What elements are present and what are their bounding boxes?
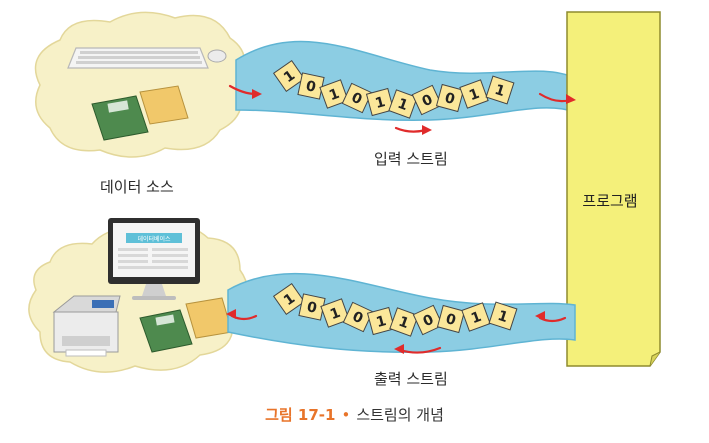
input-bit-value: 0 [443,90,457,108]
program-document [566,11,661,367]
arrowhead-icon [394,344,404,354]
output-bit-card: 0 [342,301,374,333]
arrowhead-icon [422,125,432,135]
monitor-screen-text: 데이터베이스 [137,235,171,243]
output-bit-card-shape [412,304,444,336]
keyboard-icon [67,47,209,69]
floppy-disk-icon [91,85,189,141]
input-bit-value: 1 [493,82,507,100]
output-bit-card: 1 [461,302,491,332]
output-bit-card: 1 [488,301,518,331]
floppy-disk-icon [139,297,233,353]
input-bit-card-shape [272,59,306,93]
input-bit-card: 0 [341,82,373,114]
program-label: 프로그램 [582,192,638,210]
output-bit-value: 1 [374,313,388,331]
arrow-right-icon [394,126,428,133]
input-bit-card: 1 [388,89,418,119]
output-bit-card: 0 [298,293,326,321]
arrowhead-icon [566,94,576,104]
output-stream-label: 출력 스트림 [374,370,448,388]
output-bit-card-shape [342,301,374,333]
output-bit-value: 1 [496,308,510,326]
figure-caption-text: 스트림의 개념 [356,406,444,424]
input-bit-card-shape [435,83,465,113]
output-bit-card: 1 [320,298,350,328]
input-bit-card-shape [341,82,373,114]
input-bit-card: 1 [485,75,515,105]
input-bit-card: 0 [435,83,465,113]
input-bit-card-shape [365,87,395,117]
input-bit-card: 0 [297,72,325,100]
arrowhead-icon [535,311,545,321]
arrowhead-icon [226,309,236,319]
input-bit-value: 1 [373,94,387,112]
output-bit-card-shape [461,302,491,332]
caption-bullet-icon: • [341,406,351,424]
output-bit-value: 0 [305,299,318,317]
output-bit-card-shape [389,307,419,337]
output-bit-card-shape [436,304,466,334]
input-bit-card: 1 [319,79,349,109]
output-bit-card-shape [488,301,518,331]
input-bit-card: 1 [272,59,306,93]
input-bit-card: 1 [365,87,395,117]
mouse-icon [207,49,227,63]
input-bit-card-shape [319,79,349,109]
input-bit-card-shape [411,84,443,116]
input-bit-card-shape [485,75,515,105]
input-bit-card: 0 [411,84,443,116]
input-bit-card: 1 [459,79,489,109]
output-bit-card: 1 [366,306,396,336]
input-bit-card-shape [388,89,418,119]
input-bit-card-shape [459,79,489,109]
figure-number: 그림 17-1 [265,406,336,424]
input-bit-value: 0 [304,78,317,96]
figure-caption: 그림 17-1 • 스트림의 개념 [0,404,709,425]
arrowhead-icon [252,89,262,99]
input-stream-label: 입력 스트림 [374,150,448,168]
data-source-cloud [34,11,246,158]
output-bit-card: 1 [389,307,419,337]
printer-icon [52,295,121,357]
output-bit-card-shape [320,298,350,328]
monitor-icon [108,218,200,300]
output-bit-card: 0 [412,304,444,336]
output-bit-value: 0 [444,311,458,329]
data-source-label: 데이터 소스 [100,178,174,196]
output-bit-card-shape [272,282,306,316]
output-bit-card: 0 [436,304,466,334]
output-bit-card-shape [366,306,396,336]
output-bit-card: 1 [272,282,306,316]
